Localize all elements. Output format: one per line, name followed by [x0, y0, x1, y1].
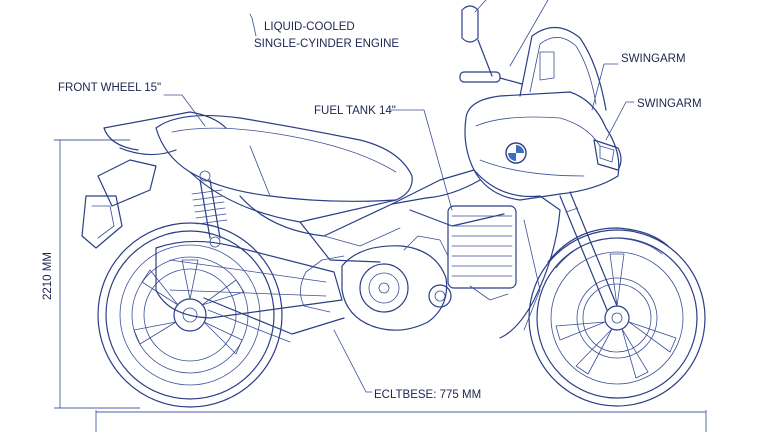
- callout-labels: LIQUID-COOLED SINGLE-CYINDER ENGINE FRON…: [42, 21, 702, 401]
- swingarm-exhaust: [155, 240, 345, 343]
- front-fork: [547, 191, 669, 311]
- engine-label-line1: LIQUID-COOLED: [264, 21, 355, 33]
- rear-wheel: [97, 222, 283, 408]
- engine-label-line2: SINGLE-CYINDER ENGINE: [254, 38, 399, 50]
- leader-lines: [163, 0, 635, 393]
- bodywork: [81, 26, 622, 339]
- handlebar-mirror: [459, 5, 555, 85]
- swingarm-label-1: SWINGARM: [621, 53, 686, 65]
- wheelbase-label: ECLTBESE: 775 MM: [374, 389, 481, 401]
- rear-shock: [191, 170, 228, 248]
- front-wheel: [528, 229, 706, 407]
- swingarm-label-2: SWINGARM: [637, 98, 702, 110]
- front-wheel-label: FRONT WHEEL 15": [58, 82, 161, 94]
- engine: [300, 205, 517, 331]
- brand-logo: [505, 142, 527, 164]
- fuel-tank-label: FUEL TANK 14": [314, 105, 396, 117]
- height-dimension-label: 2210 MM: [42, 252, 54, 300]
- dimension-lines: [54, 139, 707, 432]
